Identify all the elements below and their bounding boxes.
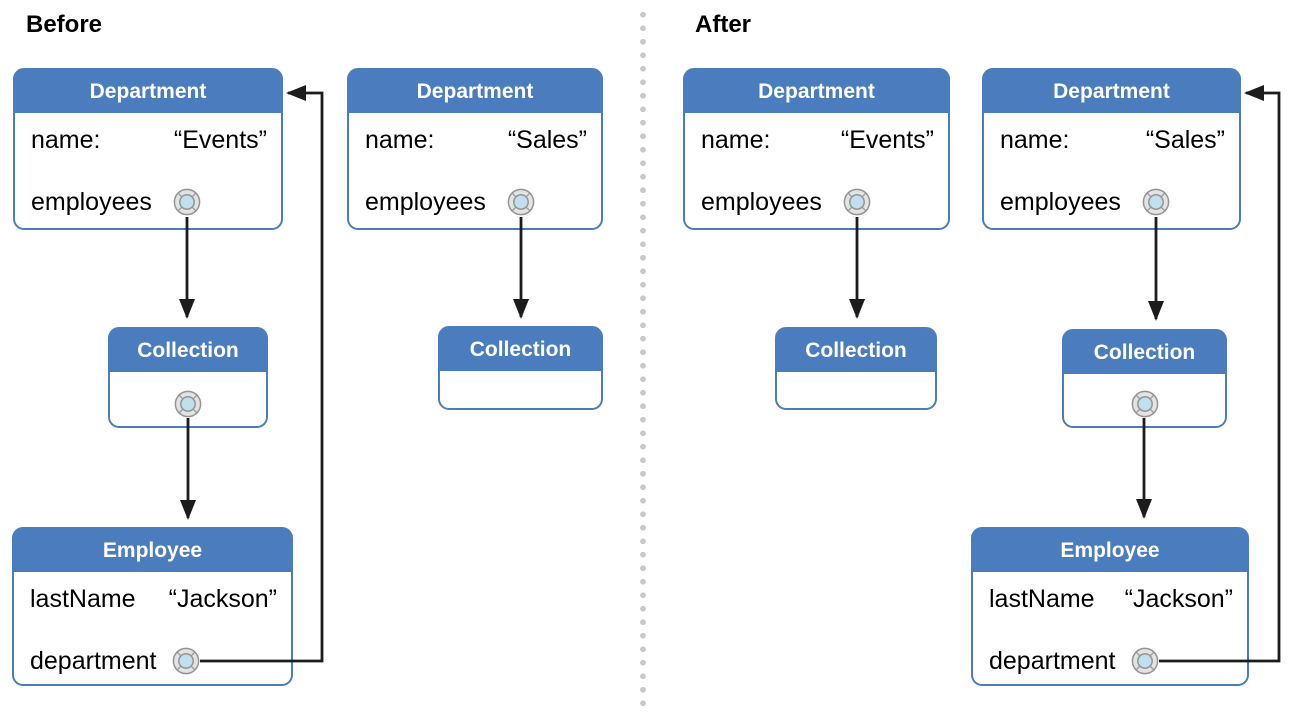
attribute-label: employees bbox=[31, 188, 152, 216]
node-title: Collection bbox=[440, 328, 601, 373]
attribute-value: “Jackson” bbox=[168, 585, 277, 613]
attribute-label: department bbox=[30, 647, 157, 675]
node-title: Employee bbox=[973, 529, 1247, 574]
node-department-sales-before: Department name: “Sales” employees bbox=[347, 68, 603, 230]
attribute-value: “Events” bbox=[840, 126, 934, 154]
relationship-connector-icon bbox=[843, 188, 871, 216]
attribute-label: name: bbox=[31, 126, 101, 154]
relationship-connector-icon bbox=[172, 647, 200, 675]
node-collection-sales-before: Collection bbox=[438, 326, 603, 410]
attribute-label: lastName bbox=[989, 585, 1095, 613]
attribute-label: name: bbox=[365, 126, 435, 154]
attribute-value: “Sales” bbox=[507, 126, 587, 154]
node-department-events-after: Department name: “Events” employees bbox=[683, 68, 950, 230]
node-title: Department bbox=[15, 70, 281, 115]
attribute-label: department bbox=[989, 647, 1116, 675]
node-department-sales-after: Department name: “Sales” employees bbox=[982, 68, 1241, 230]
relationship-connector-icon bbox=[507, 188, 535, 216]
relationship-connector-icon bbox=[173, 188, 201, 216]
node-collection-events-after: Collection bbox=[775, 327, 937, 410]
node-department-events-before: Department name: “Events” employees bbox=[13, 68, 283, 230]
node-title: Collection bbox=[777, 329, 935, 374]
attribute-value: “Events” bbox=[173, 126, 267, 154]
node-title: Department bbox=[685, 70, 948, 115]
node-title: Collection bbox=[110, 329, 266, 374]
attribute-label: name: bbox=[701, 126, 771, 154]
panel-label-after: After bbox=[695, 11, 752, 38]
node-employee-after: Employee lastName “Jackson” department bbox=[971, 527, 1249, 686]
relationship-connector-icon bbox=[1131, 390, 1159, 418]
node-title: Collection bbox=[1064, 331, 1225, 376]
node-title: Department bbox=[984, 70, 1239, 115]
attribute-label: employees bbox=[1000, 188, 1121, 216]
panel-label-before: Before bbox=[26, 11, 103, 38]
node-employee-before: Employee lastName “Jackson” department bbox=[12, 527, 293, 686]
relationship-connector-icon bbox=[174, 390, 202, 418]
relationship-connector-icon bbox=[1142, 188, 1170, 216]
attribute-value: “Sales” bbox=[1145, 126, 1225, 154]
node-collection-sales-after: Collection bbox=[1062, 329, 1227, 428]
node-title: Department bbox=[349, 70, 601, 115]
attribute-label: employees bbox=[701, 188, 822, 216]
panel-divider bbox=[640, 8, 646, 708]
relationship-connector-icon bbox=[1131, 647, 1159, 675]
attribute-value: “Jackson” bbox=[1124, 585, 1233, 613]
node-collection-events-before: Collection bbox=[108, 327, 268, 428]
attribute-label: name: bbox=[1000, 126, 1070, 154]
attribute-label: employees bbox=[365, 188, 486, 216]
attribute-label: lastName bbox=[30, 585, 136, 613]
node-title: Employee bbox=[14, 529, 291, 574]
